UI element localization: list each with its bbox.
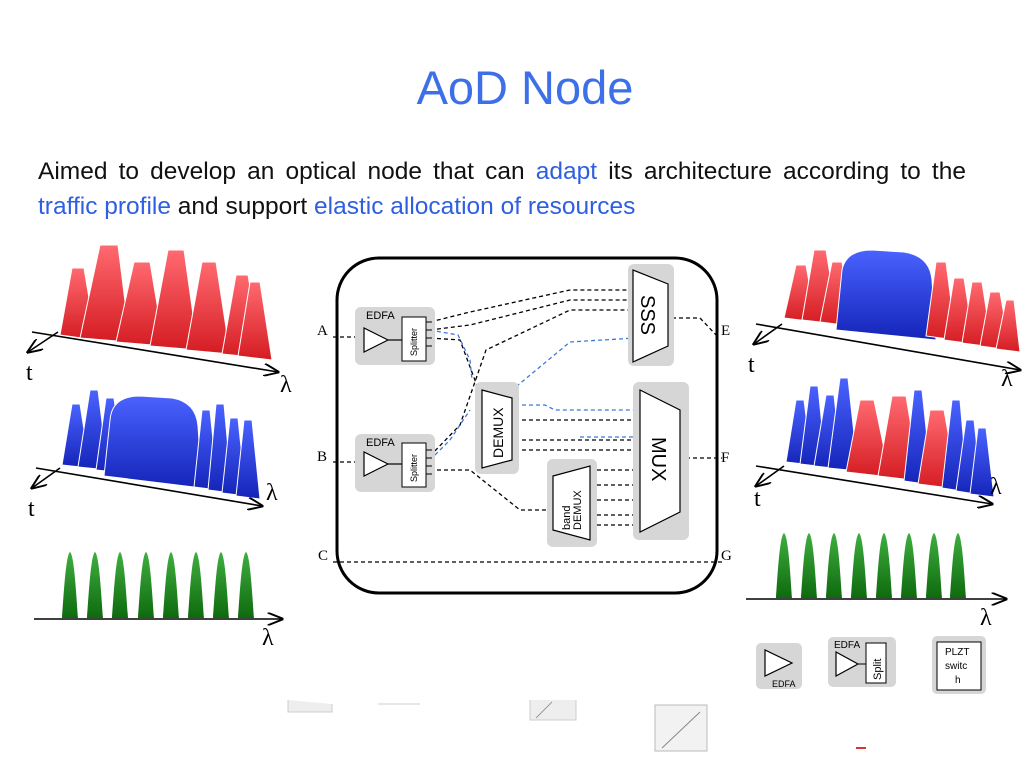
axis-lambda-label: λ xyxy=(262,625,274,651)
edfa-splitter-a: EDFA Splitter xyxy=(355,307,435,365)
edfa-label: EDFA xyxy=(366,437,395,449)
intro-part-3: and support xyxy=(171,193,315,220)
band-demux-label-2: DEMUX xyxy=(572,490,584,530)
legend-edfa-split: EDFA Split xyxy=(828,637,896,687)
left-blue-spectrum: t λ xyxy=(28,389,278,522)
edfa-label: EDFA xyxy=(366,310,395,322)
demux-label: DEMUX xyxy=(490,407,506,458)
sss-block: SSS xyxy=(628,264,674,366)
axis-lambda-label: λ xyxy=(280,372,292,398)
legend-plzt-label-3: h xyxy=(955,675,961,686)
intro-part-2: its architecture according to the xyxy=(597,158,966,185)
sss-label: SSS xyxy=(636,295,658,335)
left-green-spectrum: λ xyxy=(34,552,282,651)
legend-edfa-split-label-a: EDFA xyxy=(834,640,860,651)
legend-plzt-label-1: PLZT xyxy=(945,647,969,658)
amplifier-icon xyxy=(764,649,794,677)
legend-edfa-split-label-b: Split xyxy=(872,659,884,680)
reconfigured-paths xyxy=(429,329,636,461)
highlight-adapt: adapt xyxy=(535,158,598,185)
axis-lambda-label: λ xyxy=(990,474,1002,500)
highlight-elastic-allocation: elastic allocation of resources xyxy=(314,193,636,220)
axis-t-label: t xyxy=(748,352,755,378)
axis-t-label: t xyxy=(28,496,35,522)
axis-t-label: t xyxy=(754,486,761,512)
port-f-label: F xyxy=(721,450,729,466)
axis-t-label: t xyxy=(26,360,33,386)
band-demux-label-1: band xyxy=(561,506,573,530)
amplifier-icon xyxy=(835,650,860,678)
port-a-label: A xyxy=(317,323,328,339)
axis-lambda-label: λ xyxy=(266,480,278,506)
port-c-label: C xyxy=(318,548,328,564)
residual-shapes xyxy=(287,700,866,752)
band-demux-block: band DEMUX xyxy=(547,459,597,547)
mux-label: MUX xyxy=(647,437,669,481)
aod-node: A B C E F G xyxy=(317,256,732,595)
right-green-spectrum: λ xyxy=(746,533,1006,631)
intro-part-1: Aimed to develop an optical node that ca… xyxy=(38,158,536,185)
amplifier-icon xyxy=(363,327,390,353)
port-e-label: E xyxy=(721,323,730,339)
legend-plzt-label-2: switc xyxy=(945,661,967,672)
splitter-label: Splitter xyxy=(409,454,419,482)
legend-edfa-label: EDFA xyxy=(772,679,796,689)
port-b-label: B xyxy=(317,449,327,465)
right-red-blue-spectrum: t λ xyxy=(748,249,1020,392)
amplifier-icon xyxy=(363,451,390,477)
intro-text: Aimed to develop an optical node that ca… xyxy=(38,154,966,224)
edfa-splitter-b: EDFA Splitter xyxy=(355,434,435,492)
axis-lambda-label: λ xyxy=(980,605,992,631)
highlight-traffic-profile: traffic profile xyxy=(38,193,171,220)
legend-edfa: EDFA xyxy=(756,643,802,689)
splitter-label: Splitter xyxy=(409,328,419,356)
left-red-spectrum: t λ xyxy=(26,244,292,398)
port-g-label: G xyxy=(721,548,732,564)
mux-block: MUX xyxy=(633,382,689,540)
right-blue-red-spectrum: t λ xyxy=(754,377,1002,512)
slide-title: AoD Node xyxy=(416,61,634,114)
axis-lambda-label: λ xyxy=(1001,366,1013,392)
legend-plzt-switch: PLZT switc h xyxy=(932,636,986,694)
demux-block: DEMUX xyxy=(475,382,519,474)
